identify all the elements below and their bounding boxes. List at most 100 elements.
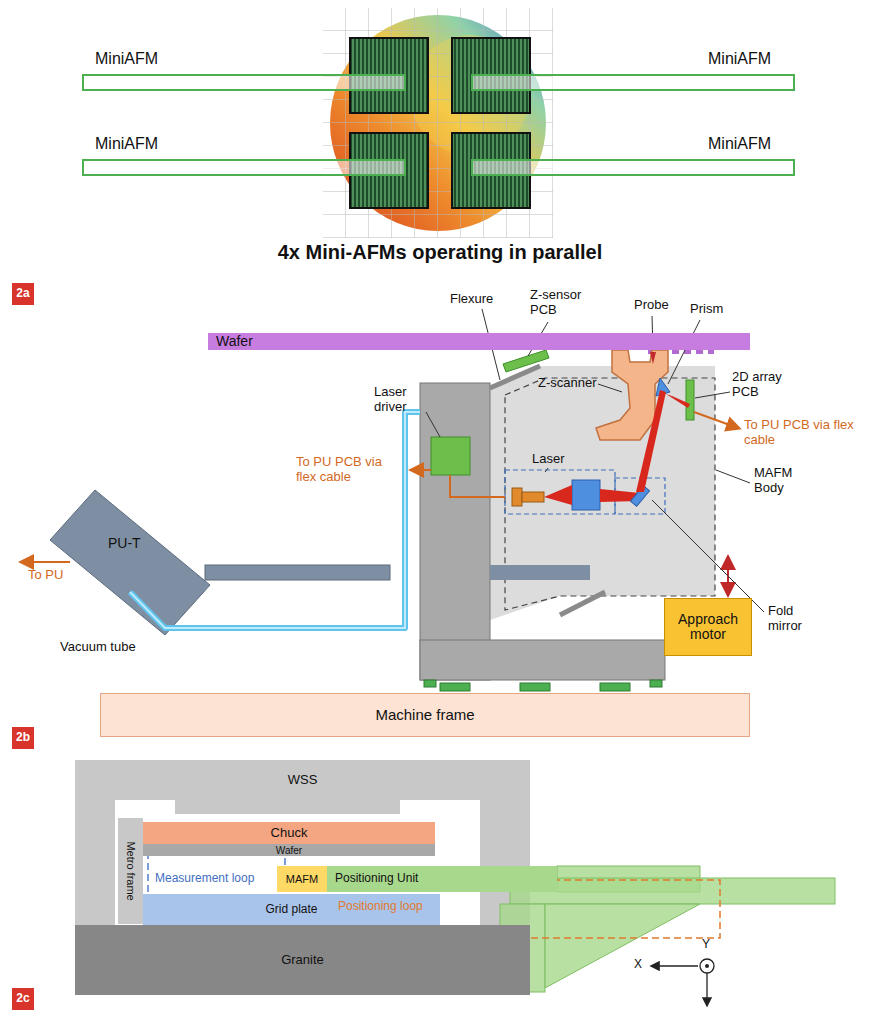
axis-arrow: [700, 959, 714, 973]
leader-line: [652, 500, 764, 612]
laser-driver: [431, 437, 470, 475]
laser-assembly: [544, 485, 572, 505]
feet: [600, 683, 630, 691]
pu-t-housing: [50, 490, 210, 635]
leader-line: [545, 468, 548, 472]
arm-bar: [490, 565, 590, 580]
panel-heading: 4x Mini-AFMs operating in parallel: [240, 241, 640, 264]
feet: [440, 683, 470, 691]
node-text: Wafer: [276, 845, 302, 856]
leader-line: [668, 320, 700, 384]
array-pcb: [686, 380, 694, 420]
node-text: Wafer: [216, 334, 253, 349]
laser-assembly: [505, 470, 615, 514]
signal-label: To PU PCB via flex cable: [296, 455, 400, 485]
part-label: Probe: [634, 298, 669, 313]
pu-t-housing: [50, 490, 210, 635]
laser-assembly: [522, 492, 544, 502]
feet: [424, 680, 436, 687]
leader-line: [426, 309, 764, 612]
loop-label: Measurement loop: [155, 872, 254, 886]
wss-frame: [75, 800, 530, 925]
axis-dot: [705, 964, 709, 968]
chuck: Chuck: [143, 822, 435, 844]
node-text: Machine frame: [375, 707, 474, 724]
axis-arrow: [652, 965, 698, 966]
node-text: Metro frame: [124, 841, 136, 900]
panel-badge: 2b: [12, 727, 34, 749]
wss-frame: [175, 800, 400, 814]
feet: [424, 680, 662, 691]
leader-line: [695, 392, 730, 398]
positioning-structure: [545, 904, 700, 988]
laser-assembly: [512, 488, 522, 506]
module-label: MiniAFM: [708, 50, 771, 68]
part-label: 2D array PCB: [732, 370, 794, 400]
axis-label: Y: [702, 938, 710, 952]
positioning-unit: Positioning Unit: [327, 866, 557, 892]
array-pcb: [686, 380, 694, 420]
wafer-strip: Wafer: [143, 844, 435, 856]
leader-line: [426, 412, 440, 437]
axis-dot: [705, 964, 709, 968]
node-text: Chuck: [271, 826, 308, 840]
part-label: Laser driver: [374, 385, 426, 415]
probe: [650, 352, 656, 364]
node-text: WSS: [288, 773, 318, 787]
z-sensor-pcb: [503, 350, 549, 372]
granite-block: Granite: [75, 925, 530, 995]
wafer-map: [323, 8, 553, 238]
mafm-body: [490, 366, 715, 620]
vacuum-tube-core: [130, 412, 420, 628]
machine-frame: Machine frame: [100, 693, 750, 737]
axis-arrow: [706, 973, 707, 1005]
flexure: [560, 592, 605, 615]
node-text: MAFM: [286, 873, 318, 885]
vacuum-tube: [130, 412, 420, 628]
flex-cable: [694, 412, 738, 428]
vacuum-tube-core: [130, 412, 420, 628]
part-label: Flexure: [450, 292, 493, 307]
part-label: MAFM Body: [754, 466, 816, 496]
module-label: MiniAFM: [708, 135, 771, 153]
miniafm-bar: [83, 75, 794, 175]
feet: [650, 680, 662, 687]
flexure: [490, 366, 605, 615]
laser-assembly: [666, 394, 690, 408]
arm-bar: [205, 565, 590, 580]
laser-assembly: [572, 480, 600, 510]
node-text: Approach motor: [668, 612, 748, 643]
flex-cable: [22, 412, 738, 562]
feet: [520, 683, 550, 691]
signal-label: To PU PCB via flex cable: [744, 418, 856, 448]
laser-assembly: [636, 390, 666, 492]
wss-frame: [75, 800, 115, 925]
node-text: Grid plate: [265, 903, 317, 916]
mafm-body: [420, 383, 490, 680]
vacuum-tube: [130, 412, 420, 628]
part-label: Z-scanner: [538, 376, 597, 391]
leader-line: [598, 384, 622, 392]
part-label: Prism: [690, 302, 723, 317]
scan-field: [350, 38, 530, 208]
miniafm-bar: [472, 160, 794, 175]
signal-label: To PU: [28, 568, 63, 583]
laser-assembly: [505, 390, 690, 514]
panel-badge: 2a: [12, 283, 34, 305]
part-label: Z-sensor PCB: [530, 288, 594, 318]
node-text: Positioning Unit: [335, 872, 418, 885]
wafer-map: [323, 8, 553, 238]
panel-badge: 2c: [12, 988, 34, 1010]
axis-arrow: [652, 959, 714, 1005]
flex-cable: [22, 561, 70, 563]
mafm-block: MAFM: [277, 866, 327, 892]
metro-frame: Metro frame: [118, 818, 143, 924]
flex-cable: [450, 475, 505, 497]
part-label: Fold mirror: [768, 604, 828, 634]
leader-line: [716, 470, 750, 483]
mafm-body: [420, 640, 665, 680]
miniafm-bar: [472, 75, 794, 90]
miniafm-bar: [83, 75, 405, 90]
module-label: MiniAFM: [95, 50, 158, 68]
